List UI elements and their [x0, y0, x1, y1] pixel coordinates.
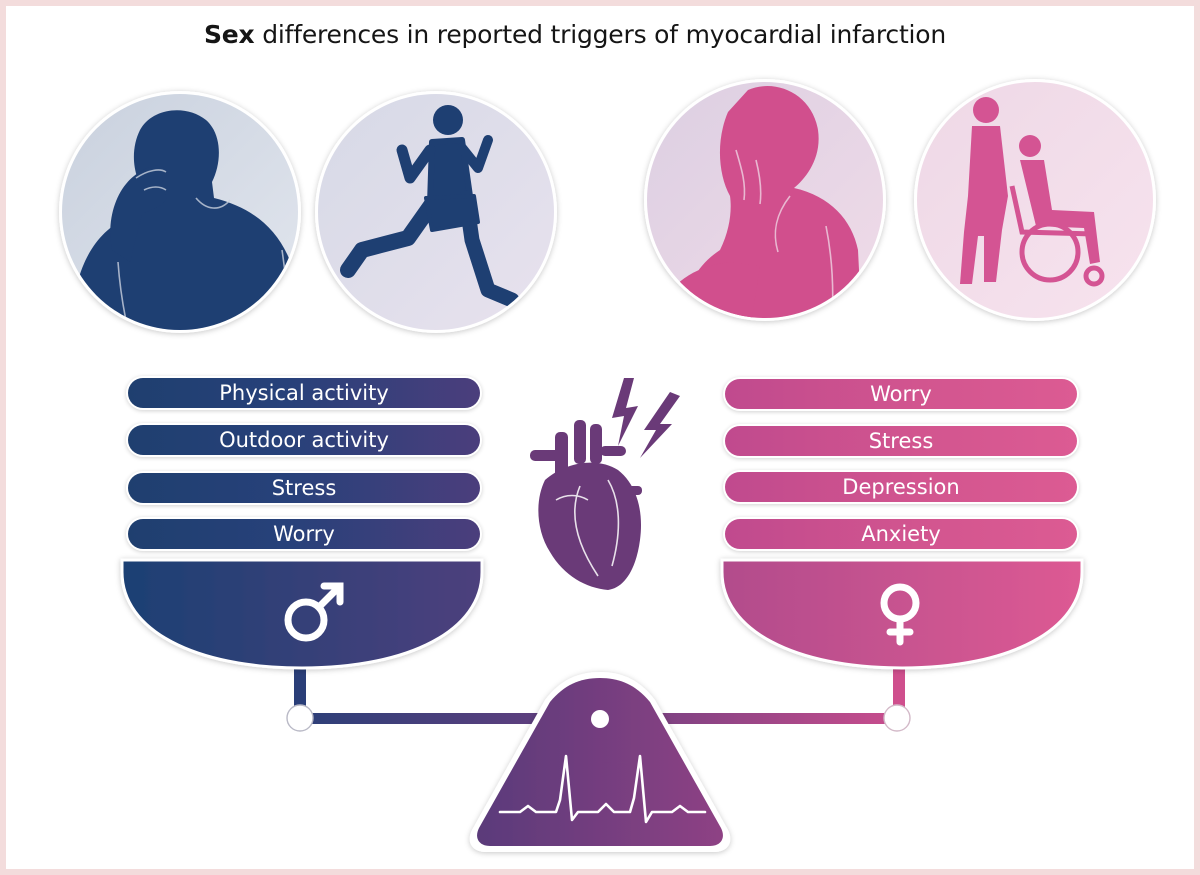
- caregiver-wheelchair-icon: [914, 79, 1156, 321]
- female-trigger-2: Stress: [725, 426, 1077, 456]
- female-trigger-1: Worry: [725, 379, 1077, 409]
- fulcrum-hole: [591, 710, 609, 728]
- male-trigger-2: Outdoor activity: [128, 425, 480, 455]
- stressed-man-icon: [59, 91, 301, 333]
- left-pivot: [286, 704, 314, 732]
- heart-icon: [530, 420, 642, 590]
- fulcrum: [469, 672, 731, 852]
- female-symbol-icon: [880, 583, 920, 646]
- title-rest: differences in reported triggers of myoc…: [254, 20, 947, 49]
- left-post: [294, 660, 306, 718]
- heart-detail: [555, 479, 620, 577]
- male-trigger-3: Stress: [128, 473, 480, 503]
- male-symbol-icon: [284, 582, 344, 642]
- ecg-line-icon: [498, 754, 707, 824]
- crying-woman-icon: [644, 79, 886, 321]
- running-man-icon: [315, 91, 557, 333]
- male-trigger-4: Worry: [128, 519, 480, 549]
- right-post: [893, 660, 905, 718]
- title-bold: Sex: [203, 20, 255, 49]
- female-trigger-4: Anxiety: [725, 519, 1077, 549]
- female-trigger-3: Depression: [725, 472, 1077, 502]
- male-pan: [120, 558, 484, 670]
- right-pivot: [883, 704, 911, 732]
- figure-title: Sex differences in reported triggers of …: [0, 20, 1150, 49]
- female-pan: [720, 558, 1084, 670]
- lightning-icon: [612, 378, 680, 458]
- male-trigger-1: Physical activity: [128, 378, 480, 408]
